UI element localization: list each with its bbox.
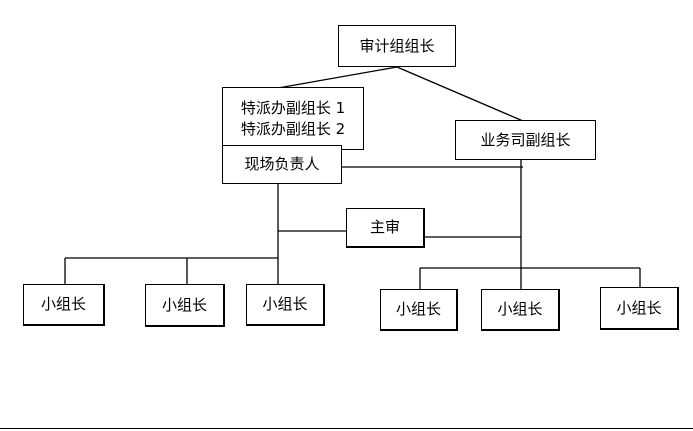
box-team-lead-4: 小组长 — [380, 289, 458, 331]
box-team-lead-1: 小组长 — [23, 284, 105, 326]
chief-auditor-label: 主审 — [369, 218, 400, 236]
connector-head-deputy — [277, 66, 398, 89]
team-lead-label-5: 小组长 — [497, 300, 543, 318]
business-deputy-label: 业务司副组长 — [480, 130, 571, 149]
team-lead-label-4: 小组长 — [395, 300, 441, 318]
box-business-deputy: 业务司副组长 — [455, 120, 596, 160]
box-team-lead-2: 小组长 — [145, 284, 225, 327]
box-team-lead-6: 小组长 — [600, 287, 679, 330]
audit-head-label: 审计组组长 — [359, 36, 435, 55]
site-lead-label: 现场负责人 — [244, 155, 320, 173]
deputy-label-1: 特派办副组长 1 — [240, 98, 346, 117]
team-lead-label-3: 小组长 — [262, 295, 308, 313]
box-site-lead: 现场负责人 — [222, 145, 342, 184]
connector-head-business — [396, 66, 524, 122]
page-bottom-rule — [0, 428, 693, 429]
box-audit-head: 审计组组长 — [338, 25, 456, 67]
team-lead-label-2: 小组长 — [161, 295, 207, 314]
team-lead-label-6: 小组长 — [616, 298, 662, 317]
box-team-lead-5: 小组长 — [481, 289, 560, 331]
box-team-lead-3: 小组长 — [246, 284, 325, 326]
deputy-label-2: 特派办副组长 2 — [240, 119, 346, 138]
team-lead-label-1: 小组长 — [40, 295, 86, 313]
box-special-office-deputies: 特派办副组长 1 特派办副组长 2 — [222, 87, 364, 150]
box-chief-auditor: 主审 — [346, 208, 425, 248]
